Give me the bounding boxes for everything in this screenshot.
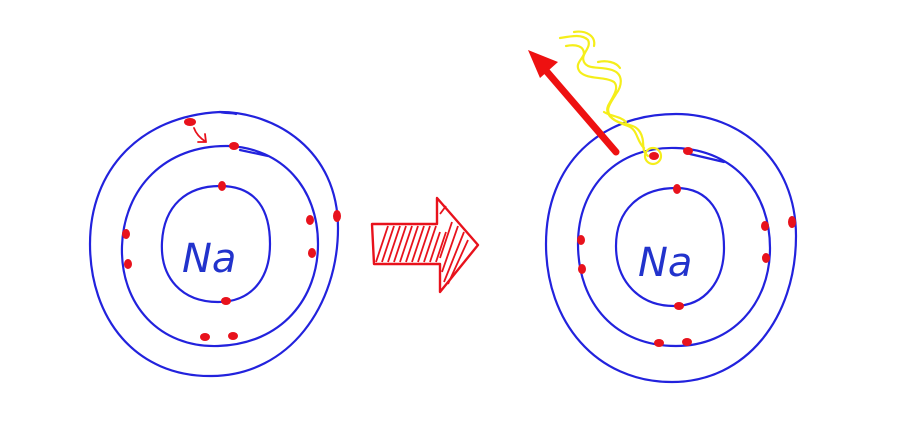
middle-shell [120, 144, 320, 348]
electron [333, 210, 341, 222]
atom-before: Na [88, 110, 341, 378]
electrons [122, 118, 341, 341]
electrons [577, 147, 796, 347]
electron [124, 259, 132, 269]
electron [221, 297, 231, 305]
electron [654, 339, 664, 347]
electron [762, 253, 770, 263]
electron [649, 152, 659, 160]
transition-arrow-outline [370, 196, 480, 294]
electron [229, 142, 239, 150]
electron-transition-arrow [193, 127, 207, 143]
electron [184, 118, 196, 126]
inner-shell [614, 186, 726, 308]
electron [674, 302, 684, 310]
electron [577, 235, 585, 245]
inner-shell [160, 184, 272, 304]
electron [218, 181, 226, 191]
electron [200, 333, 210, 341]
ejected-electron-arrow [528, 50, 620, 156]
atom-after: Na [528, 30, 798, 384]
electron [683, 147, 693, 155]
electron [122, 229, 130, 239]
middle-shell [576, 146, 772, 348]
electron [308, 248, 316, 258]
electron [306, 215, 314, 225]
outer-shell [88, 110, 340, 378]
electron [578, 264, 586, 274]
electron [673, 184, 681, 194]
light-energy-squiggle [558, 30, 663, 166]
transition-arrow [370, 196, 480, 294]
outer-shell [544, 112, 798, 384]
electron [228, 332, 238, 340]
electron [761, 221, 769, 231]
transition-arrow-hatching [375, 205, 469, 285]
nucleus-label: Na [182, 236, 236, 282]
electron [788, 216, 796, 228]
nucleus-label: Na [638, 240, 692, 286]
light-absorption-circle [643, 146, 663, 166]
electron [682, 338, 692, 346]
